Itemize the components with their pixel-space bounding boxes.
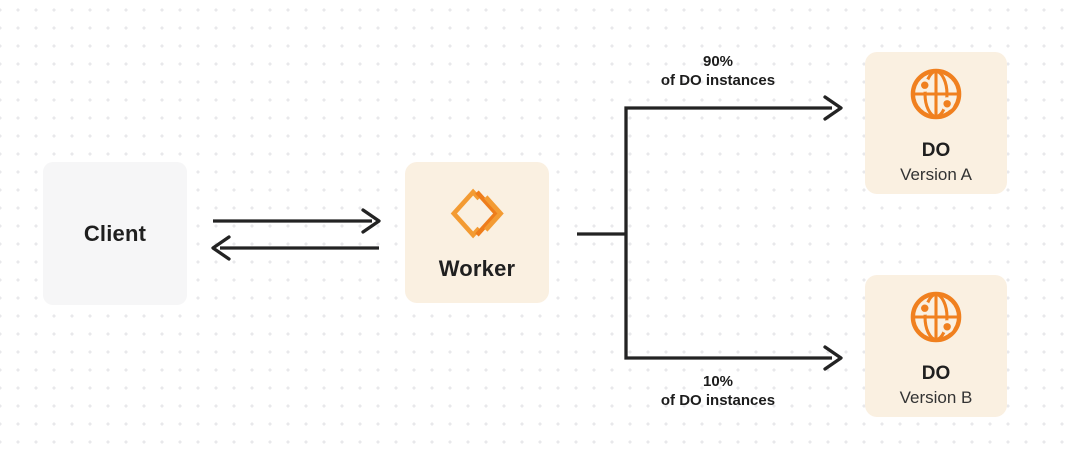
arrowhead-right-icon [361,208,381,234]
do-version-b-node: DO Version B [865,275,1007,417]
client-label: Client [83,220,147,246]
arrowhead-right-icon [823,95,843,121]
split-top-caption: of DO instances [660,72,776,89]
split-bottom-caption: of DO instances [660,392,776,409]
client-to-worker-arrow [213,208,381,234]
client-node: Client [43,162,187,305]
cloudflare-workers-icon [449,186,506,241]
do-version-a-node: DO Version A [865,52,1007,194]
do-a-title: DO [921,140,951,161]
do-b-title: DO [921,363,951,384]
do-b-subtitle: Version B [899,388,973,407]
arrowhead-right-icon [823,345,843,371]
split-top-percent: 90% [702,53,734,70]
worker-label: Worker [438,256,516,281]
arrowhead-left-icon [211,235,231,261]
durable-object-globe-icon [907,65,965,123]
worker-node: Worker [405,162,549,303]
split-connector [577,95,843,371]
split-top-label: 90% of DO instances [608,52,828,90]
do-a-subtitle: Version A [900,165,972,184]
split-bottom-label: 10% of DO instances [608,372,828,410]
split-bottom-percent: 10% [702,373,734,390]
worker-to-client-arrow [211,235,379,261]
durable-object-globe-icon [907,288,965,346]
